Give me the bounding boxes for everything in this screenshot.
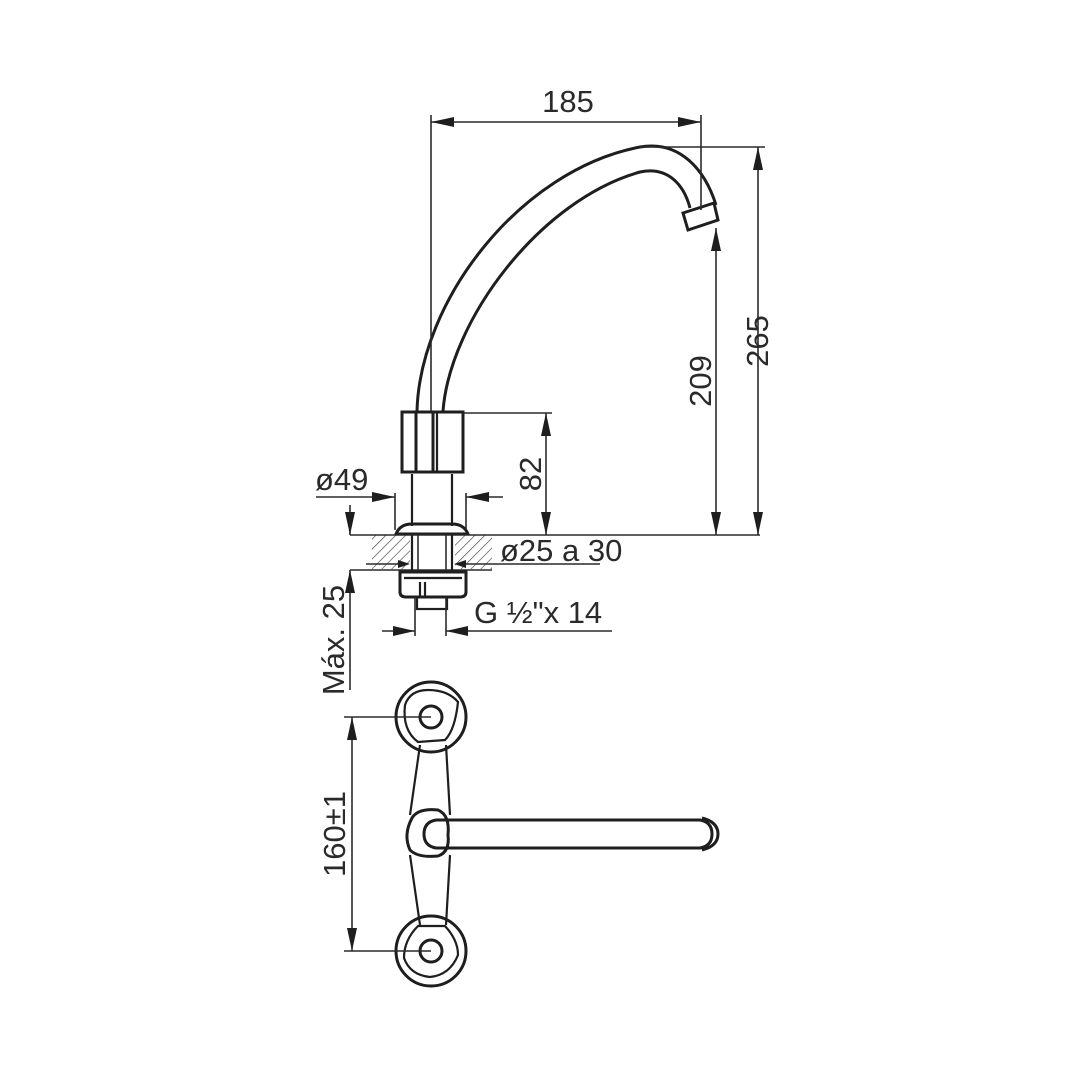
- dim-outlet-height: 209: [683, 228, 721, 535]
- dim-label-center-distance: 160±1: [317, 791, 352, 877]
- dim-thread: G ½"x 14: [382, 595, 612, 636]
- dim-base-diameter: ø49: [315, 462, 503, 530]
- dim-label-outlet-height: 209: [683, 355, 718, 407]
- dim-label-spout-reach: 185: [542, 84, 594, 119]
- top-view: 160±1: [317, 680, 720, 988]
- bridge-arm: [408, 744, 452, 926]
- dim-spout-reach: 185: [430, 84, 702, 411]
- dim-label-thread: G ½"x 14: [474, 595, 602, 630]
- spout-top-view: [405, 808, 720, 858]
- countertop-section: [350, 534, 760, 571]
- dim-label-base-diameter: ø49: [315, 462, 368, 497]
- dim-label-max-thickness: Máx. 25: [316, 585, 351, 695]
- dim-total-height: 265: [640, 146, 775, 535]
- dim-center-distance: 160±1: [317, 716, 431, 952]
- body-block: [400, 410, 465, 474]
- dim-max-thickness: Máx. 25: [316, 505, 355, 695]
- dim-label-body-height: 82: [513, 457, 548, 491]
- dim-hole-diameter: ø25 a 30: [500, 533, 622, 568]
- stem: [393, 474, 471, 536]
- mounting-nut: [398, 570, 468, 611]
- spout: [415, 144, 720, 412]
- dim-label-hole-diameter: ø25 a 30: [500, 533, 622, 568]
- dim-label-total-height: 265: [740, 315, 775, 367]
- dim-body-height: 82: [463, 412, 552, 535]
- side-view: 185 265 209 82: [315, 84, 775, 695]
